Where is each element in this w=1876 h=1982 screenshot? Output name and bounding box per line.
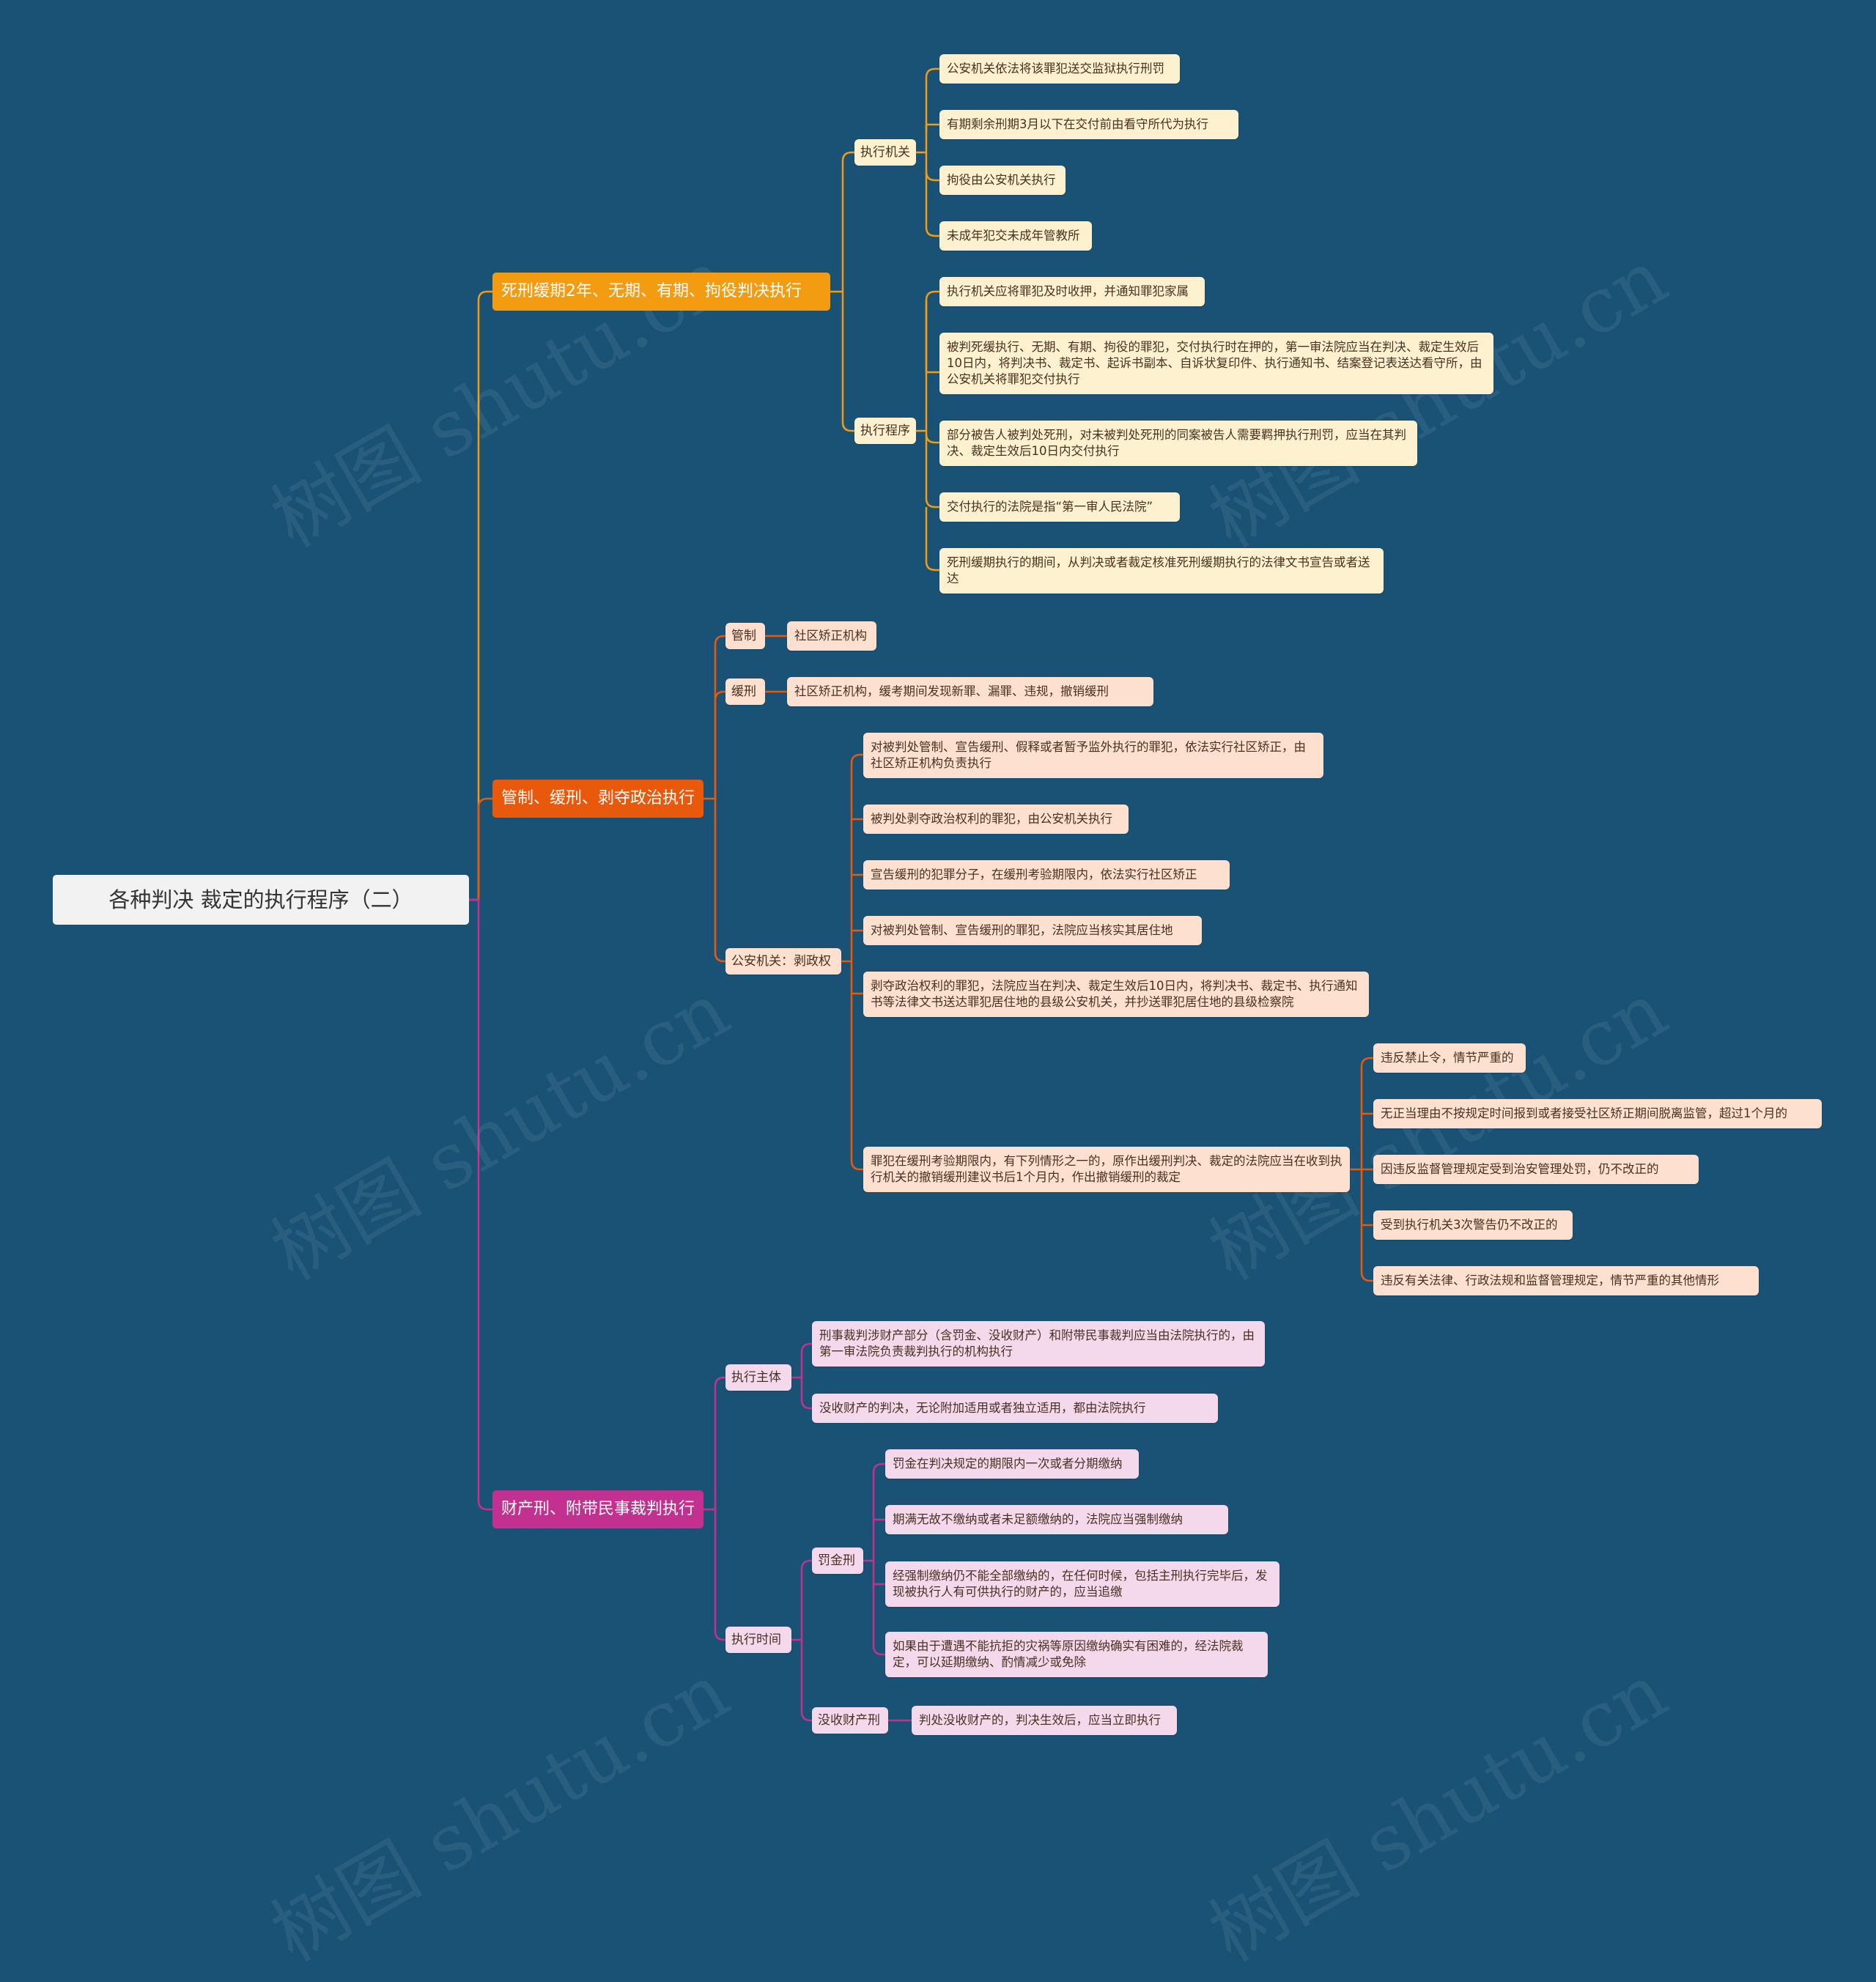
topic-execution-procedure[interactable]: 执行程序 bbox=[854, 418, 916, 444]
root-node[interactable]: 各种判决 裁定的执行程序（二） bbox=[53, 875, 469, 925]
topic-confiscation[interactable]: 没收财产刑 bbox=[812, 1707, 888, 1734]
leaf-public-security-5[interactable]: 剥夺政治权利的罪犯，法院应当在判决、裁定生效后10日内，将判决书、裁定书、执行通… bbox=[863, 972, 1369, 1017]
leaf-agency-1[interactable]: 公安机关依法将该罪犯送交监狱执行刑罚 bbox=[939, 54, 1180, 84]
branch-death-reprieve-execution[interactable]: 死刑缓期2年、无期、有期、拘役判决执行 bbox=[492, 273, 830, 311]
leaf-control-1[interactable]: 社区矫正机构 bbox=[787, 621, 876, 651]
leaf-public-security-1[interactable]: 对被判处管制、宣告缓刑、假释或者暂予监外执行的罪犯，依法实行社区矫正，由社区矫正… bbox=[863, 733, 1323, 778]
leaf-revoke-4[interactable]: 受到执行机关3次警告仍不改正的 bbox=[1373, 1210, 1573, 1240]
branch-property-civil-execution[interactable]: 财产刑、附带民事裁判执行 bbox=[492, 1490, 704, 1528]
leaf-procedure-5[interactable]: 死刑缓期执行的期间，从判决或者裁定核准死刑缓期执行的法律文书宣告或者送达 bbox=[939, 548, 1384, 594]
leaf-public-security-3[interactable]: 宣告缓刑的犯罪分子，在缓刑考验期限内，依法实行社区矫正 bbox=[863, 860, 1230, 890]
topic-control[interactable]: 管制 bbox=[725, 623, 765, 649]
leaf-revoke-5[interactable]: 违反有关法律、行政法规和监督管理规定，情节严重的其他情形 bbox=[1373, 1266, 1759, 1295]
leaf-revoke-1[interactable]: 违反禁止令，情节严重的 bbox=[1373, 1043, 1526, 1073]
topic-fine[interactable]: 罚金刑 bbox=[812, 1547, 863, 1574]
connector-lines bbox=[469, 67, 1373, 1722]
leaf-procedure-1[interactable]: 执行机关应将罪犯及时收押，并通知罪犯家属 bbox=[939, 277, 1205, 306]
topic-execution-time[interactable]: 执行时间 bbox=[725, 1627, 791, 1653]
leaf-agency-2[interactable]: 有期剩余刑期3月以下在交付前由看守所代为执行 bbox=[939, 110, 1238, 139]
topic-execution-subject[interactable]: 执行主体 bbox=[725, 1364, 791, 1391]
topic-execution-agency[interactable]: 执行机关 bbox=[854, 139, 916, 166]
topic-probation[interactable]: 缓刑 bbox=[725, 678, 765, 705]
leaf-revoke-3[interactable]: 因违反监督管理规定受到治安管理处罚，仍不改正的 bbox=[1373, 1155, 1699, 1184]
leaf-agency-4[interactable]: 未成年犯交未成年管教所 bbox=[939, 221, 1092, 251]
leaf-fine-1[interactable]: 罚金在判决规定的期限内一次或者分期缴纳 bbox=[885, 1449, 1139, 1479]
leaf-fine-4[interactable]: 如果由于遭遇不能抗拒的灾祸等原因缴纳确实有困难的，经法院裁定，可以延期缴纳、酌情… bbox=[885, 1632, 1268, 1677]
leaf-procedure-4[interactable]: 交付执行的法院是指“第一审人民法院” bbox=[939, 492, 1180, 522]
leaf-subject-2[interactable]: 没收财产的判决，无论附加适用或者独立适用，都由法院执行 bbox=[812, 1394, 1218, 1423]
leaf-fine-2[interactable]: 期满无故不缴纳或者未足额缴纳的，法院应当强制缴纳 bbox=[885, 1505, 1228, 1534]
leaf-procedure-2[interactable]: 被判死缓执行、无期、有期、拘役的罪犯，交付执行时在押的，第一审法院应当在判决、裁… bbox=[939, 333, 1493, 394]
topic-public-security[interactable]: 公安机关：剥政权 bbox=[725, 948, 841, 975]
leaf-agency-3[interactable]: 拘役由公安机关执行 bbox=[939, 166, 1066, 195]
leaf-probation-1[interactable]: 社区矫正机构，缓考期间发现新罪、漏罪、违规，撤销缓刑 bbox=[787, 677, 1153, 706]
leaf-subject-1[interactable]: 刑事裁判涉财产部分（含罚金、没收财产）和附带民事裁判应当由法院执行的，由第一审法… bbox=[812, 1321, 1265, 1367]
leaf-confiscation-1[interactable]: 判处没收财产的，判决生效后，应当立即执行 bbox=[912, 1706, 1177, 1735]
leaf-public-security-2[interactable]: 被判处剥夺政治权利的罪犯，由公安机关执行 bbox=[863, 805, 1129, 834]
leaf-revoke-2[interactable]: 无正当理由不按规定时间报到或者接受社区矫正期间脱离监管，超过1个月的 bbox=[1373, 1099, 1822, 1128]
leaf-procedure-3[interactable]: 部分被告人被判处死刑，对未被判处死刑的同案被告人需要羁押执行刑罚，应当在其判决、… bbox=[939, 421, 1417, 466]
branch-control-probation-deprivation[interactable]: 管制、缓刑、剥夺政治执行 bbox=[492, 780, 704, 818]
leaf-fine-3[interactable]: 经强制缴纳仍不能全部缴纳的，在任何时候，包括主刑执行完毕后，发现被执行人有可供执… bbox=[885, 1561, 1279, 1607]
leaf-public-security-4[interactable]: 对被判处管制、宣告缓刑的罪犯，法院应当核实其居住地 bbox=[863, 916, 1202, 945]
leaf-public-security-6[interactable]: 罪犯在缓刑考验期限内，有下列情形之一的，原作出缓刑判决、裁定的法院应当在收到执行… bbox=[863, 1147, 1350, 1192]
